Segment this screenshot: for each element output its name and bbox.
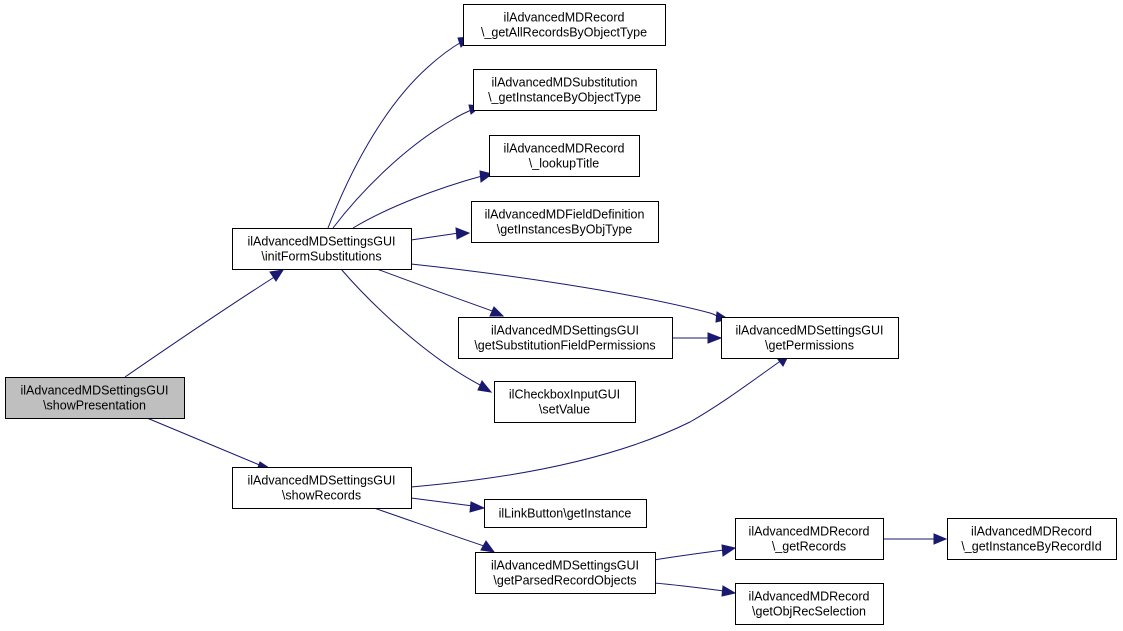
arrowhead-icon — [707, 332, 723, 344]
node-class-label: ilAdvancedMDSettingsGUI — [491, 324, 639, 338]
node-method-label: \_getInstanceByRecordId — [961, 540, 1101, 554]
edge-line — [327, 40, 464, 229]
node-class-label: ilAdvancedMDRecord — [504, 142, 625, 156]
node-box — [494, 381, 636, 423]
node-class-label: ilCheckboxInputGUI — [509, 388, 620, 402]
node-method-label: \getSubstitutionFieldPermissions — [474, 339, 655, 353]
node-setValue[interactable]: ilCheckboxInputGUI\setValue — [494, 381, 636, 423]
node-method-label: \_getRecords — [772, 540, 846, 554]
node-getAllRecordsByObjectType[interactable]: ilAdvancedMDRecord\_getAllRecordsByObjec… — [463, 4, 666, 46]
edge-line — [410, 263, 722, 319]
node-getInstanceByRecordId[interactable]: ilAdvancedMDRecord\_getInstanceByRecordI… — [947, 518, 1117, 560]
arrowhead-icon — [269, 269, 285, 282]
node-method-label: \getParsedRecordObjects — [493, 574, 636, 588]
node-class-label: ilAdvancedMDSettingsGUI — [491, 559, 639, 573]
edge-initFormSubstitutions-to-getPermissions — [410, 263, 730, 323]
node-box — [721, 317, 899, 359]
node-box — [232, 467, 412, 509]
edge-showPresentation-to-initFormSubstitutions — [124, 269, 285, 378]
node-class-label: ilAdvancedMDRecord — [504, 11, 625, 25]
node-class-label: ilAdvancedMDSettingsGUI — [21, 384, 169, 398]
node-method-label: \_getAllRecordsByObjectType — [481, 26, 647, 40]
edge-initFormSubstitutions-to-setValue — [340, 268, 493, 393]
node-box — [947, 518, 1117, 560]
edge-line — [653, 549, 725, 561]
node-class-label: ilLinkButton\getInstance — [499, 507, 632, 521]
node-method-label: \setValue — [539, 403, 590, 417]
edge-line — [124, 275, 277, 378]
arrowhead-icon — [480, 540, 496, 553]
edge-initFormSubstitutions-to-getInstancesByObjType — [410, 227, 471, 241]
node-box — [735, 518, 884, 560]
node-box — [484, 499, 647, 528]
edge-line — [653, 582, 725, 592]
edge-line — [373, 507, 488, 548]
node-getPermissions[interactable]: ilAdvancedMDSettingsGUI\getPermissions — [721, 317, 899, 359]
edge-getParsedRecordObjects-to-getObjRecSelection — [653, 582, 737, 597]
node-class-label: ilAdvancedMDFieldDefinition — [485, 208, 645, 222]
node-class-label: ilAdvancedMDRecord — [971, 525, 1092, 539]
node-method-label: \getInstancesByObjType — [497, 223, 633, 237]
edge-line — [410, 497, 474, 507]
edge-getRecords-to-getInstanceByRecordId — [883, 533, 948, 545]
node-box — [489, 135, 640, 177]
arrowhead-icon — [721, 585, 737, 597]
edge-showPresentation-to-showRecords — [146, 417, 271, 471]
node-getObjRecSelection[interactable]: ilAdvancedMDRecord\getObjRecSelection — [735, 583, 884, 625]
edge-showRecords-to-getParsedRecordObjects — [373, 507, 496, 553]
arrowhead-icon — [933, 533, 948, 545]
node-class-label: ilAdvancedMDSubstitution — [492, 76, 638, 90]
arrowhead-icon — [477, 380, 493, 393]
node-box — [471, 201, 659, 243]
node-method-label: \showPresentation — [43, 399, 146, 413]
node-box — [458, 317, 673, 359]
node-getInstancesByObjType[interactable]: ilAdvancedMDFieldDefinition\getInstances… — [471, 201, 659, 243]
edge-line — [332, 108, 475, 229]
edge-getParsedRecordObjects-to-getRecords — [653, 544, 737, 561]
node-box — [5, 377, 185, 419]
arrowhead-icon — [455, 227, 471, 240]
node-class-label: ilAdvancedMDSettingsGUI — [736, 324, 884, 338]
edge-line — [146, 417, 263, 467]
node-box — [735, 583, 884, 625]
edge-initFormSubstitutions-to-getAllRecordsByObjectType — [327, 36, 473, 229]
node-getRecords[interactable]: ilAdvancedMDRecord\_getRecords — [735, 518, 884, 560]
node-getInstanceByObjectType[interactable]: ilAdvancedMDSubstitution\_getInstanceByO… — [473, 69, 657, 111]
nodes-layer: ilAdvancedMDSettingsGUI\showPresentation… — [5, 4, 1117, 625]
edge-showRecords-to-getInstance — [410, 497, 486, 513]
node-class-label: ilAdvancedMDSettingsGUI — [248, 235, 396, 249]
node-class-label: ilAdvancedMDSettingsGUI — [248, 474, 396, 488]
edge-line — [376, 268, 496, 313]
node-method-label: \_lookupTitle — [529, 157, 599, 171]
node-initFormSubstitutions[interactable]: ilAdvancedMDSettingsGUI\initFormSubstitu… — [232, 228, 412, 270]
node-getInstance[interactable]: ilLinkButton\getInstance — [484, 499, 647, 528]
node-showRecords[interactable]: ilAdvancedMDSettingsGUI\showRecords — [232, 467, 412, 509]
node-box — [475, 552, 656, 594]
node-box — [473, 69, 657, 111]
node-box — [463, 4, 666, 46]
node-class-label: ilAdvancedMDRecord — [749, 590, 870, 604]
node-method-label: \getPermissions — [765, 339, 854, 353]
node-class-label: ilAdvancedMDRecord — [749, 525, 870, 539]
edge-line — [410, 232, 460, 241]
node-method-label: \initFormSubstitutions — [261, 250, 381, 264]
arrowhead-icon — [721, 544, 737, 557]
arrowhead-icon — [489, 306, 505, 317]
edge-getSubstitutionFieldPermissions-to-getPermissions — [672, 332, 723, 344]
arrowhead-icon — [469, 501, 486, 513]
node-method-label: \showRecords — [282, 489, 361, 503]
node-getSubstitutionFieldPermissions[interactable]: ilAdvancedMDSettingsGUI\getSubstitutionF… — [458, 317, 673, 359]
node-lookupTitle[interactable]: ilAdvancedMDRecord\_lookupTitle — [489, 135, 640, 177]
node-getParsedRecordObjects[interactable]: ilAdvancedMDSettingsGUI\getParsedRecordO… — [475, 552, 656, 594]
edge-line — [340, 268, 483, 387]
node-method-label: \getObjRecSelection — [752, 605, 866, 619]
edge-line — [352, 175, 483, 229]
node-box — [232, 228, 412, 270]
node-method-label: \_getInstanceByObjectType — [488, 91, 641, 105]
edge-line — [410, 359, 783, 488]
node-showPresentation[interactable]: ilAdvancedMDSettingsGUI\showPresentation — [5, 377, 185, 419]
edge-initFormSubstitutions-to-getSubstitutionFieldPermissions — [376, 268, 505, 317]
